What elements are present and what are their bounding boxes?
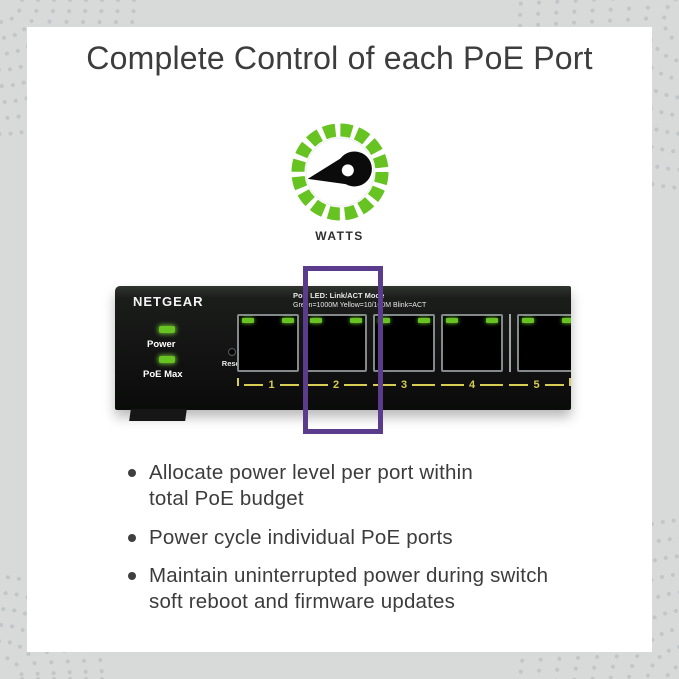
ports-row <box>237 314 571 372</box>
ethernet-port-3 <box>373 314 435 372</box>
bullet-item: Maintain uninterrupted power during swit… <box>128 563 608 615</box>
port-led-icon <box>522 318 534 323</box>
gauge-label: WATTS <box>315 229 364 243</box>
port-led-icon <box>310 318 322 323</box>
reset-pinhole-icon[interactable] <box>228 348 236 356</box>
reset-label: Reset <box>221 359 243 368</box>
port-led-icon <box>562 318 571 323</box>
port-numbers-row: 1 2 3 4 5 <box>237 378 571 391</box>
legend-line-1: Port LED: Link/ACT Mode <box>293 291 385 300</box>
port-led-icon <box>486 318 498 323</box>
port-number: 1 <box>237 378 299 391</box>
page-title: Complete Control of each PoE Port <box>86 40 593 76</box>
bullet-item: Power cycle individual PoE ports <box>128 525 608 551</box>
feature-bullet-list: Allocate power level per port within tot… <box>128 460 608 628</box>
bullet-dot-icon <box>128 469 136 477</box>
port-led-icon <box>446 318 458 323</box>
bullet-text: Power cycle individual PoE ports <box>149 525 453 549</box>
port-led-pair <box>519 316 571 323</box>
ethernet-port-1 <box>237 314 299 372</box>
port-led-pair <box>307 316 365 323</box>
port-led-legend: Port LED: Link/ACT Mode Green=1000M Yell… <box>293 291 426 311</box>
bullet-text: Allocate power level per port within tot… <box>149 461 473 510</box>
port-group-separator <box>509 314 511 372</box>
power-led-label: Power <box>147 339 176 350</box>
port-led-icon <box>418 318 430 323</box>
port-led-icon <box>282 318 294 323</box>
poe-max-led-label: PoE Max <box>143 369 183 380</box>
port-number: 5 <box>509 378 571 391</box>
port-led-icon <box>378 318 390 323</box>
port-number: 3 <box>373 379 435 391</box>
port-led-pair <box>375 316 433 323</box>
reset-button[interactable]: Reset <box>217 348 247 368</box>
ethernet-port-4 <box>441 314 503 372</box>
port-led-icon <box>350 318 362 323</box>
ethernet-port-5 <box>517 314 571 372</box>
watts-gauge-icon <box>291 123 389 221</box>
power-led-icon <box>159 326 175 333</box>
switch-foot <box>129 409 187 421</box>
port-led-pair <box>239 316 297 323</box>
poe-max-led-icon <box>159 356 175 363</box>
legend-line-2: Green=1000M Yellow=10/100M Blink=ACT <box>293 302 427 310</box>
netgear-logo: NETGEAR <box>133 294 204 309</box>
port-number: 2 <box>305 379 367 391</box>
bullet-item: Allocate power level per port within tot… <box>128 460 608 512</box>
port-number: 4 <box>441 379 503 391</box>
bullet-dot-icon <box>128 572 136 581</box>
ethernet-port-2 <box>305 314 367 372</box>
port-led-pair <box>443 316 501 323</box>
port-led-icon <box>242 318 254 323</box>
poe-switch-image: NETGEAR Port LED: Link/ACT Mode Green=10… <box>115 286 571 421</box>
bullet-text: Maintain uninterrupted power during swit… <box>149 564 549 614</box>
status-led-panel: Power PoE Max Reset <box>141 326 251 396</box>
port-highlight-box <box>303 266 383 434</box>
gauge-needle-icon <box>307 151 372 187</box>
bullet-dot-icon <box>128 533 136 542</box>
ports-area: 1 2 3 4 5 <box>237 314 571 410</box>
